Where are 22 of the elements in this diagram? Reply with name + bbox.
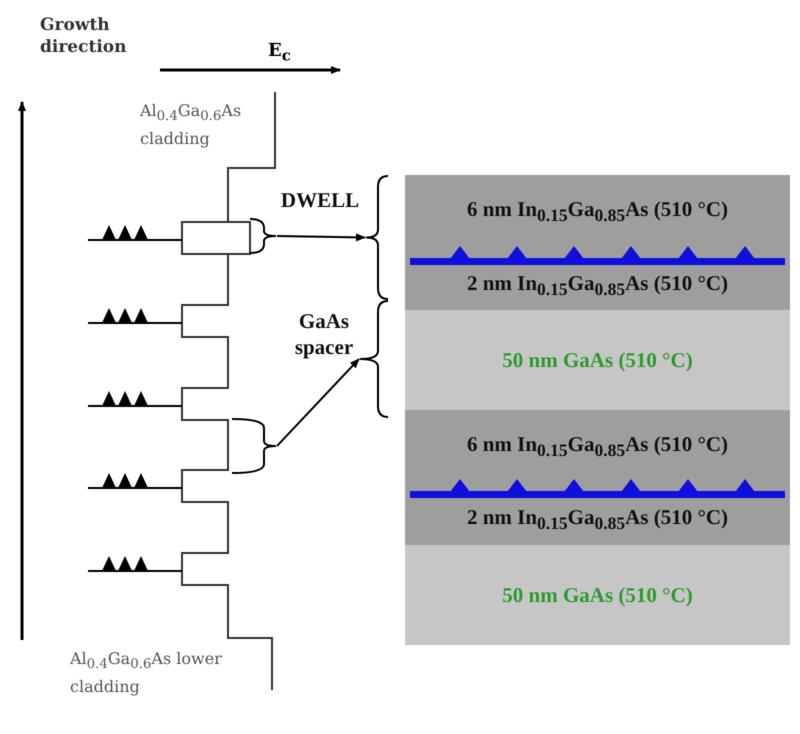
bracket — [250, 218, 276, 254]
layer-label: Al$_{0.4}$Ga$_{0.6}$As lower cladding — [70, 648, 223, 698]
axis-label: Growth direction — [40, 14, 128, 58]
layer-label: Al$_{0.4}$Ga$_{0.6}$As cladding — [140, 100, 242, 150]
layer-label: 6 nm In$_{0.15}$Ga$_{0.85}$As (510 °C) — [466, 197, 728, 226]
axis-label: E$_{c}$ — [268, 40, 291, 67]
layer-label: 2 nm In$_{0.15}$Ga$_{0.85}$As (510 °C) — [466, 505, 728, 535]
spacer-layer — [405, 545, 790, 645]
bracket-label: DWELL — [280, 187, 360, 213]
well-layer — [405, 262, 790, 310]
bracket-label: GaAs spacer — [294, 308, 354, 360]
layer-label: 50 nm GaAs (510 °C) — [502, 348, 693, 372]
spacer-layer — [405, 310, 790, 410]
layer-label: 2 nm In$_{0.15}$Ga$_{0.85}$As (510 °C) — [466, 271, 728, 301]
arrow — [276, 358, 360, 447]
well-layer — [405, 495, 790, 545]
layer-label: 6 nm In$_{0.15}$Ga$_{0.85}$As (510 °C) — [466, 432, 728, 462]
well-layer — [405, 410, 790, 495]
bracket — [232, 418, 276, 474]
arrow — [276, 233, 366, 242]
layer-label: 50 nm GaAs (510 °C) — [502, 582, 693, 608]
well-layer — [405, 175, 790, 262]
